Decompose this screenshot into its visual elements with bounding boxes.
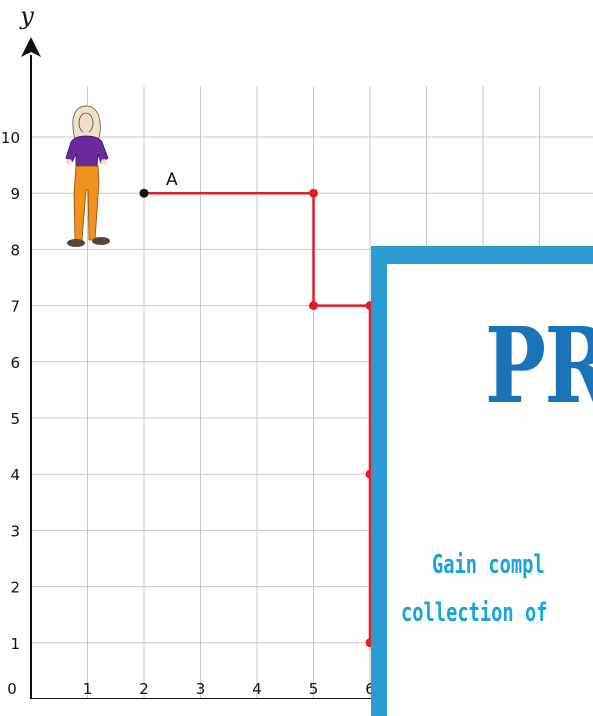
route-vertex <box>309 301 318 311</box>
promo-text-line-1: Gain compl <box>432 550 545 580</box>
y-tick-label: 5 <box>10 410 20 428</box>
route-path <box>144 188 375 648</box>
woman-figure-icon <box>65 105 110 247</box>
x-tick-label: 2 <box>139 680 149 698</box>
promo-title: PR <box>485 304 593 427</box>
x-tick-label: 4 <box>252 680 262 698</box>
y-tick-label: 7 <box>10 298 20 316</box>
promo-overlay[interactable]: PR Gain compl collection of <box>371 246 593 716</box>
x-tick-label: 0 <box>7 680 17 698</box>
y-tick-label: 4 <box>10 466 20 484</box>
route-line <box>144 191 372 643</box>
x-tick-labels: 0 1 2 3 4 5 6 <box>7 680 375 698</box>
y-tick-label: 2 <box>10 579 20 597</box>
point-a-marker <box>139 188 149 198</box>
y-tick-label: 8 <box>10 241 20 259</box>
y-tick-label: 3 <box>10 522 20 540</box>
promo-panel: PR Gain compl collection of <box>387 264 593 716</box>
y-tick-labels: 1 2 3 4 5 6 7 8 9 10 <box>1 129 20 653</box>
x-tick-label: 5 <box>309 680 319 698</box>
y-tick-label: 6 <box>10 354 20 372</box>
y-tick-label: 1 <box>10 635 20 653</box>
y-axis-arrow-icon <box>21 37 41 57</box>
x-tick-label: 3 <box>196 680 206 698</box>
route-vertex <box>309 188 318 198</box>
promo-text-line-2: collection of <box>401 598 548 628</box>
axes: y <box>19 2 593 699</box>
point-a-label: A <box>166 170 178 190</box>
x-tick-label: 1 <box>83 680 93 698</box>
y-tick-label: 10 <box>1 129 20 147</box>
x-tick-label: 6 <box>365 680 375 698</box>
point-a: A <box>139 170 178 198</box>
y-tick-label: 9 <box>10 185 20 203</box>
y-axis-label: y <box>19 2 34 30</box>
